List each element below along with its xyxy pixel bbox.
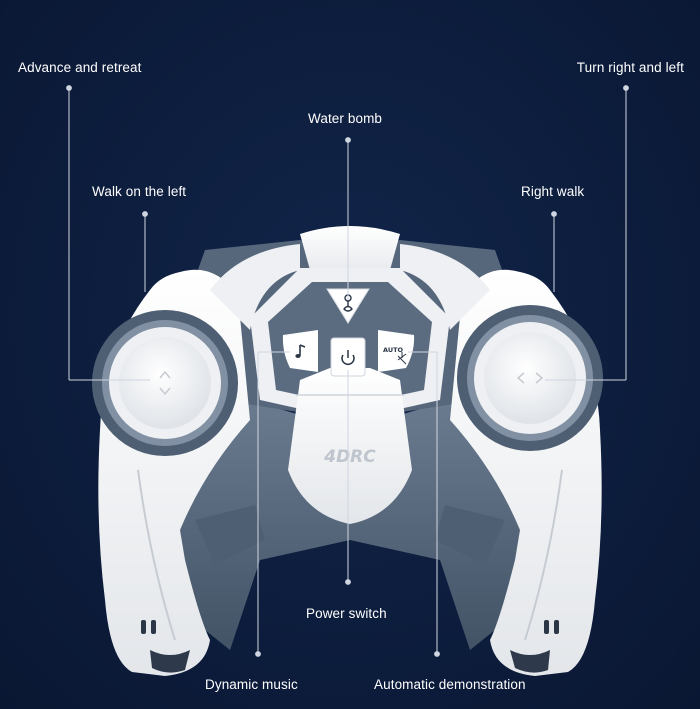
music-button[interactable] (282, 330, 318, 372)
brand-logo: 4DRC (323, 447, 376, 467)
label-water-bomb: Water bomb (308, 111, 383, 126)
label-turn-right-left: Turn right and left (576, 60, 684, 75)
shoulder-shells (210, 226, 490, 330)
label-auto-demo: Automatic demonstration (374, 677, 526, 692)
center-shield (288, 368, 412, 524)
leader-lines (66, 85, 629, 657)
power-icon (341, 350, 355, 365)
label-power-switch: Power switch (306, 606, 387, 621)
left-joystick (92, 310, 238, 456)
label-dynamic-music: Dynamic music (205, 677, 298, 692)
auto-button-text: AUTO (383, 346, 404, 354)
label-advance-retreat: Advance and retreat (18, 60, 142, 75)
auto-demo-button[interactable]: AUTO (378, 330, 415, 372)
label-right-walk: Right walk (521, 184, 585, 199)
label-walk-left: Walk on the left (92, 184, 187, 199)
music-note-icon (295, 344, 306, 358)
auto-icon: AUTO (383, 346, 407, 365)
right-joystick (457, 305, 603, 451)
